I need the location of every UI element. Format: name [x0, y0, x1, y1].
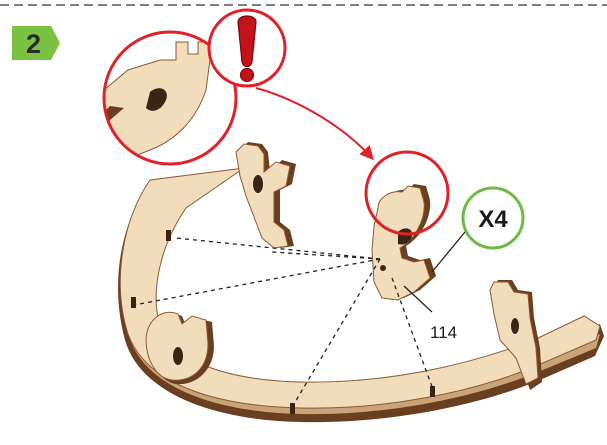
quantity-callout: X4	[431, 186, 525, 273]
part-number-label: 114	[430, 323, 457, 342]
upright-piece-right	[489, 280, 542, 390]
part-114-piece	[371, 184, 436, 301]
part-detail-circle	[364, 150, 450, 236]
dashed-guide-lines	[133, 237, 435, 410]
upright-piece-front-left	[145, 311, 214, 385]
step-badge: 2	[12, 26, 60, 60]
step-number: 2	[26, 29, 41, 59]
warning-callout	[207, 8, 287, 88]
quantity-label: X4	[478, 206, 508, 233]
step-badge-icon	[12, 26, 60, 60]
upright-piece-back-left	[235, 142, 296, 249]
exclamation-icon	[237, 15, 257, 83]
part-number-callout: 114	[403, 285, 457, 342]
red-callout-arrow	[255, 87, 374, 161]
